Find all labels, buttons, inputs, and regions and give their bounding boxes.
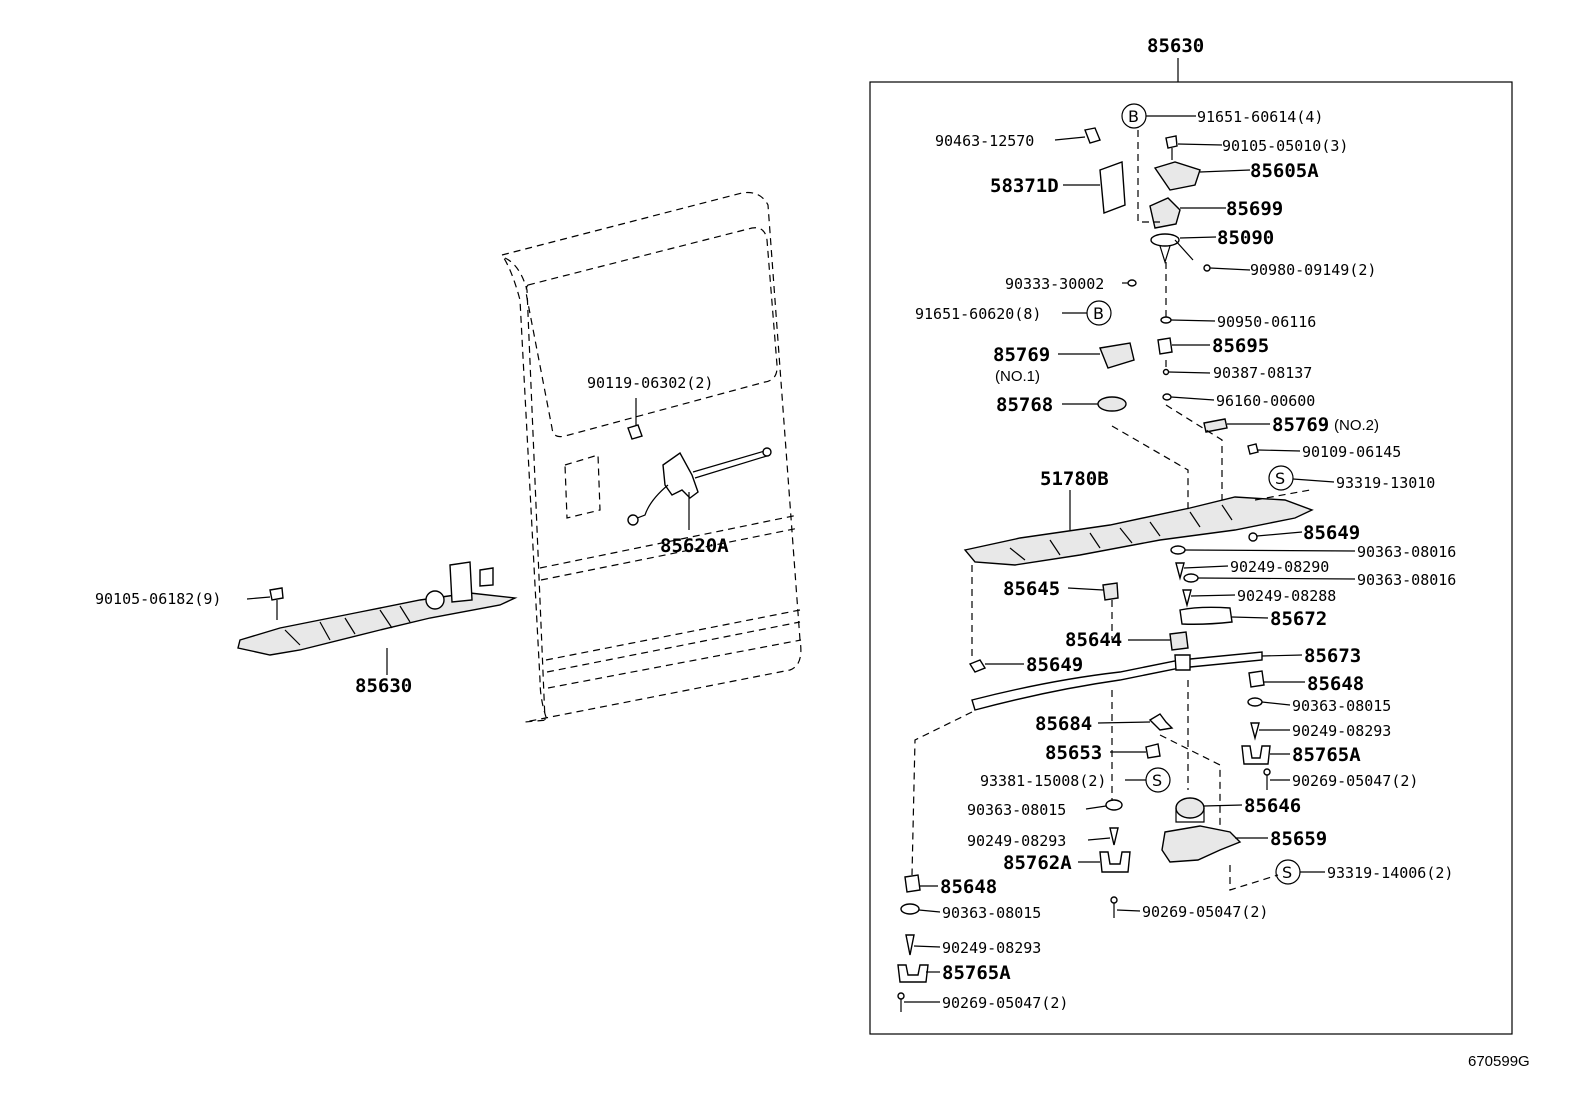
label-90249-08293-c: 90249-08293: [942, 939, 1041, 957]
label-90249-08293-b: 90249-08293: [967, 832, 1066, 850]
sliding-door-panel: [501, 191, 802, 723]
part-labels: 91651-60614(4) 90463-12570 90105-05010(3…: [915, 108, 1456, 1012]
label-85769-no2-sub: (NO.2): [1334, 417, 1379, 434]
left-plate-85630: [237, 561, 518, 675]
label-90363-08015-b: 90363-08015: [967, 801, 1066, 819]
circle-b-mid: B: [1093, 304, 1104, 323]
label-85659: 85659: [1270, 828, 1327, 850]
label-90269-05047-a: 90269-05047(2): [1292, 772, 1418, 790]
circle-s-1: S: [1275, 469, 1285, 488]
label-85699: 85699: [1226, 198, 1283, 220]
diagram-reference-code: 670599G: [1468, 1053, 1530, 1070]
label-85630-left: 85630: [355, 675, 412, 697]
label-85695: 85695: [1212, 335, 1269, 357]
label-90463-12570: 90463-12570: [935, 132, 1034, 150]
label-93319-14006: 93319-14006(2): [1327, 864, 1453, 882]
label-85672: 85672: [1270, 608, 1327, 630]
label-85605A: 85605A: [1250, 160, 1319, 182]
label-85648-a: 85648: [1307, 673, 1364, 695]
label-90333-30002: 90333-30002: [1005, 275, 1104, 293]
latch-assembly-85620A: [627, 398, 772, 530]
label-90363-08016-b: 90363-08016: [1357, 571, 1456, 589]
label-90387-08137: 90387-08137: [1213, 364, 1312, 382]
label-90269-05047-b: 90269-05047(2): [1142, 903, 1268, 921]
label-85090: 85090: [1217, 227, 1274, 249]
circle-markers: B B S S S: [1086, 103, 1301, 885]
label-85645: 85645: [1003, 578, 1060, 600]
label-85765A-b: 85765A: [942, 962, 1011, 984]
label-90249-08293-a: 90249-08293: [1292, 722, 1391, 740]
label-85620A: 85620A: [660, 535, 729, 557]
label-85769-no2: 85769: [1272, 414, 1329, 436]
label-85762A: 85762A: [1003, 852, 1072, 874]
label-85653: 85653: [1045, 742, 1102, 764]
label-91651-60620: 91651-60620(8): [915, 305, 1041, 323]
label-90363-08016-a: 90363-08016: [1357, 543, 1456, 561]
label-85649-b: 85649: [1026, 654, 1083, 676]
label-85673: 85673: [1304, 645, 1361, 667]
label-90249-08290: 90249-08290: [1230, 558, 1329, 576]
label-90109-06145: 90109-06145: [1302, 443, 1401, 461]
label-90269-05047-c: 90269-05047(2): [942, 994, 1068, 1012]
label-85630-top: 85630: [1147, 35, 1204, 57]
label-85644: 85644: [1065, 629, 1122, 651]
circle-s-2: S: [1152, 771, 1162, 790]
exploded-parts: [897, 127, 1314, 1012]
label-90363-08015-c: 90363-08015: [942, 904, 1041, 922]
label-85684: 85684: [1035, 713, 1092, 735]
label-90363-08015-a: 90363-08015: [1292, 697, 1391, 715]
label-96160-00600: 96160-00600: [1216, 392, 1315, 410]
circle-b-top: B: [1128, 107, 1139, 126]
label-91651-60614: 91651-60614(4): [1197, 108, 1323, 126]
label-85769-no1: 85769: [993, 344, 1050, 366]
label-51780B: 51780B: [1040, 468, 1109, 490]
leader-lines: [904, 115, 1356, 1003]
label-93381-15008: 93381-15008(2): [980, 772, 1106, 790]
label-85649-a: 85649: [1303, 522, 1360, 544]
exploded-view-frame: [869, 81, 1513, 1035]
label-90249-08288: 90249-08288: [1237, 587, 1336, 605]
circle-s-3: S: [1282, 863, 1292, 882]
label-85768: 85768: [996, 394, 1053, 416]
label-85765A-a: 85765A: [1292, 744, 1361, 766]
guide-lines: [911, 130, 1311, 891]
label-85646: 85646: [1244, 795, 1301, 817]
label-90119-06302: 90119-06302(2): [587, 374, 713, 392]
label-90105-06182: 90105-06182(9): [95, 590, 221, 608]
left-labels: 90105-06182(9) 85630 90119-06302(2) 8562…: [95, 374, 729, 697]
label-90105-05010: 90105-05010(3): [1222, 137, 1348, 155]
label-90980-09149: 90980-09149(2): [1250, 261, 1376, 279]
label-85648-b: 85648: [940, 876, 997, 898]
label-90950-06116: 90950-06116: [1217, 313, 1316, 331]
label-93319-13010: 93319-13010: [1336, 474, 1435, 492]
label-85769-no1-sub: (NO.1): [995, 368, 1040, 385]
label-58371D: 58371D: [990, 175, 1059, 197]
